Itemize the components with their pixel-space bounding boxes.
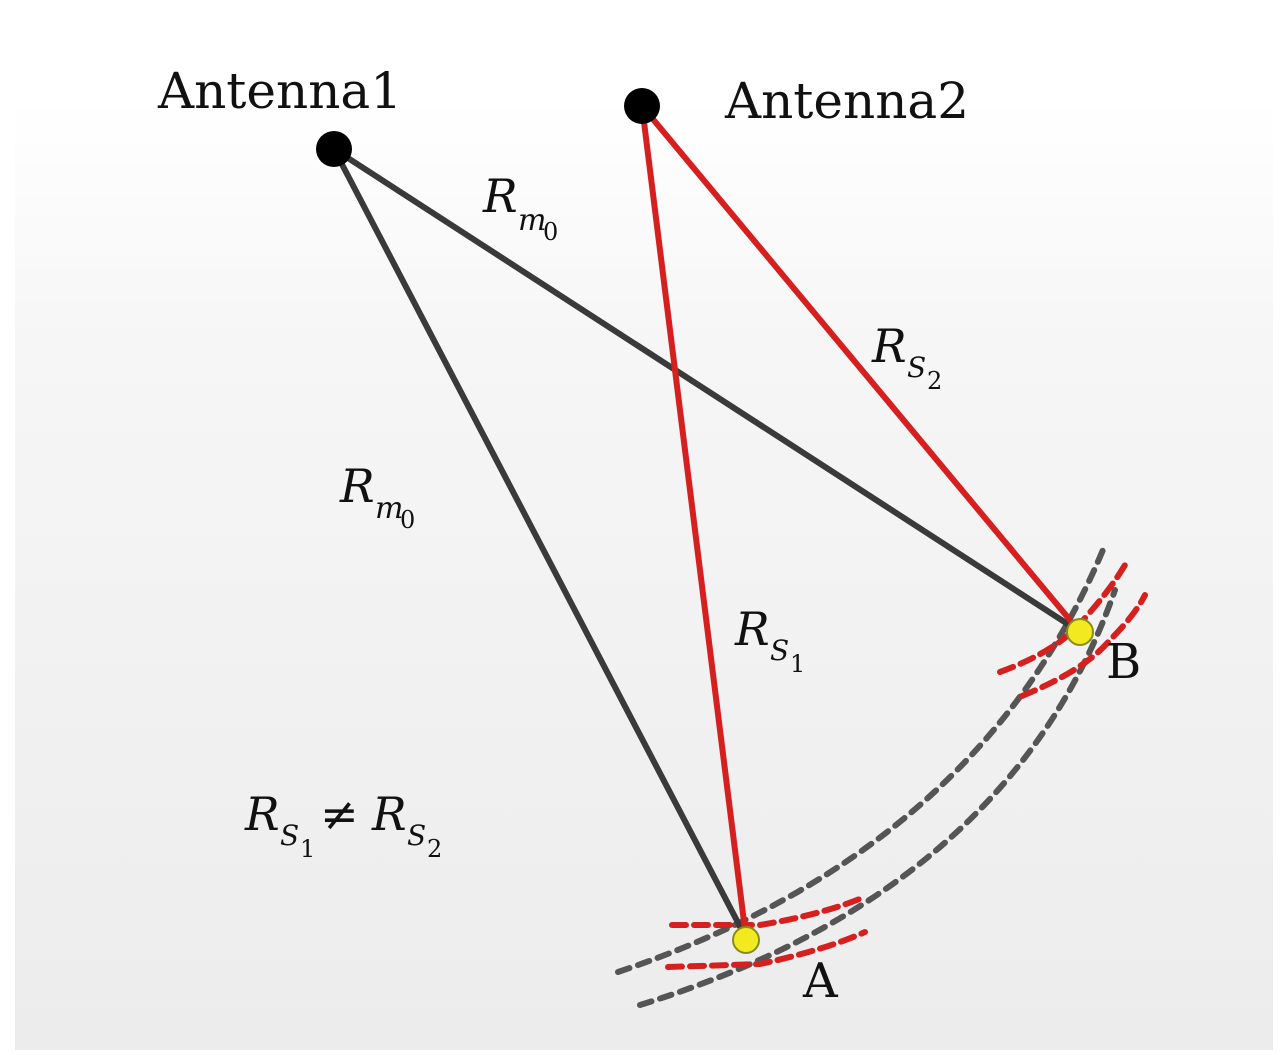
target-b-dot [1066,618,1094,646]
swath-arc-inner [637,587,1118,1008]
swath-arc-outer [615,542,1108,975]
target-a-dash-top [669,895,865,928]
antenna1-dot [316,131,352,167]
antenna1-paths [331,146,1083,941]
antenna1-to-a-path [331,146,749,941]
svg-text:S: S [280,819,299,852]
svg-text:1: 1 [790,650,805,678]
rm0-left-label: R m 0 [339,459,415,534]
target-b-dash-bottom [1019,592,1148,699]
rs1-label: R S 1 [734,602,805,678]
rm0-top-label: R m 0 [482,169,558,246]
target-a-dot [732,926,760,954]
target-a-label: A [802,953,839,1009]
svg-text:S: S [770,634,789,667]
target-b-dash-top [997,562,1128,675]
target-b-label: B [1106,634,1141,690]
svg-text:2: 2 [927,367,942,395]
svg-text:R: R [482,169,518,223]
svg-text:R: R [244,787,280,841]
svg-text:m: m [518,203,546,238]
svg-text:S: S [407,819,426,852]
antenna1-to-b-path [331,146,1083,635]
svg-text:S: S [907,351,926,384]
range-swath-arcs [615,542,1118,1008]
svg-text:R: R [371,787,407,841]
target-a-red-dashes [665,895,868,970]
svg-text:R: R [339,459,375,513]
target-b-red-dashes [997,562,1148,699]
svg-text:R: R [871,319,907,373]
background-panel [15,100,1273,1050]
antenna2-paths [639,103,1083,941]
inequality-statement: R S 1 ≠ R S 2 [244,787,442,863]
rs2-label: R S 2 [871,319,942,395]
antenna2-label: Antenna2 [724,72,969,130]
target-a-dash-bottom [665,929,868,970]
svg-text:0: 0 [543,218,558,246]
antenna2-to-b-path [639,103,1083,635]
svg-text:1: 1 [300,835,315,863]
svg-text:≠: ≠ [320,787,359,841]
antenna1-label: Antenna1 [157,62,402,120]
svg-text:0: 0 [400,506,415,534]
svg-text:m: m [375,491,403,526]
svg-text:2: 2 [427,835,442,863]
svg-text:R: R [734,602,770,656]
antenna2-to-a-path [639,103,749,941]
antenna2-dot [624,88,660,124]
